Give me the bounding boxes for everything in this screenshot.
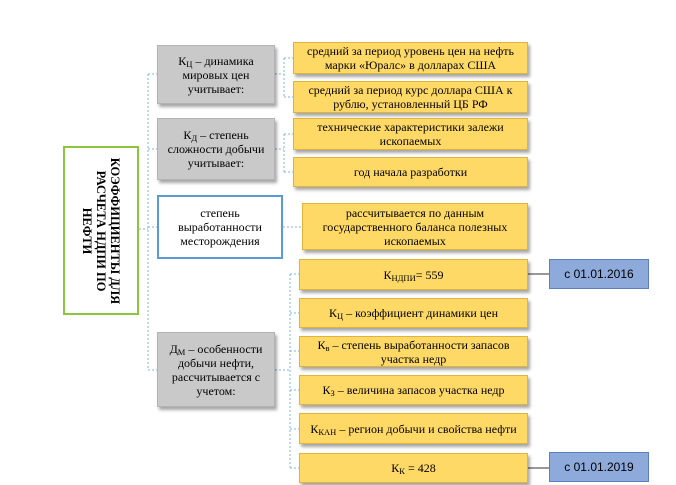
detail-label: рассчитывается по данным государственног… <box>322 205 508 248</box>
detail-kk: КК = 428 <box>299 453 528 483</box>
category-depletion-degree: степень выработанности месторождения <box>157 195 283 259</box>
category-extraction-complexity: КД – степень сложности добычи учитывает: <box>157 118 275 180</box>
category-production-features: ДМ – особенности добычи нефти, рассчитыв… <box>157 332 275 407</box>
detail-label: КЦ – коэффициент динамики цен <box>328 306 499 321</box>
detail-label: технические характеристики залежи ископа… <box>317 120 504 148</box>
detail-label: КНДПИ= 559 <box>383 267 444 283</box>
main-title-line-3: НЕФТИ <box>80 207 94 254</box>
date-badge-2016: с 01.01.2016 <box>549 259 649 289</box>
detail-label: КЗ – величина запасов участка недр <box>322 383 505 398</box>
main-title: КОЭФФИЦИЕНТЫ ДЛЯ РАСЧЕТА НДПИ ПО НЕФТИ <box>80 157 122 303</box>
detail-kv-depletion: Кв – степень выработанности запасов учас… <box>299 336 528 367</box>
category-label: КД – степень сложности добычи учитывает: <box>167 128 265 170</box>
detail-label: год начала разработки <box>353 165 468 179</box>
detail-urals-price: средний за период уровень цен на нефть м… <box>293 42 528 74</box>
main-title-box: КОЭФФИЦИЕНТЫ ДЛЯ РАСЧЕТА НДПИ ПО НЕФТИ <box>63 146 139 315</box>
detail-label: Кв – степень выработанности запасов учас… <box>317 337 510 366</box>
detail-kz-reserves: КЗ – величина запасов участка недр <box>299 375 528 405</box>
category-label: степень выработанности месторождения <box>178 206 262 248</box>
detail-label: КК = 428 <box>391 461 436 476</box>
detail-label: ККАН – регион добычи и свойства нефти <box>310 421 517 437</box>
detail-kc-price-dynamics: КЦ – коэффициент динамики цен <box>299 298 528 328</box>
main-title-line-2: РАСЧЕТА НДПИ ПО <box>94 170 108 291</box>
category-price-dynamics: КЦ – динамика мировых цен учитывает: <box>157 45 275 104</box>
detail-k-ndpi: КНДПИ= 559 <box>299 259 528 290</box>
detail-development-start-year: год начала разработки <box>293 157 528 187</box>
category-label: ДМ – особенности добычи нефти, рассчитыв… <box>169 341 263 398</box>
detail-state-balance: рассчитывается по данным государственног… <box>302 203 528 250</box>
date-label: с 01.01.2019 <box>564 460 634 474</box>
detail-label: средний за период курс доллара США к руб… <box>308 83 513 111</box>
detail-label: средний за период уровень цен на нефть м… <box>307 44 514 72</box>
category-label: КЦ – динамика мировых цен учитывает: <box>178 53 254 96</box>
date-label: с 01.01.2016 <box>564 267 634 281</box>
main-title-line-1: КОЭФФИЦИЕНТЫ ДЛЯ <box>108 157 122 304</box>
detail-reservoir-characteristics: технические характеристики залежи ископа… <box>293 118 528 150</box>
detail-kkan-region: ККАН – регион добычи и свойства нефти <box>299 413 528 444</box>
date-badge-2019: с 01.01.2019 <box>549 452 649 482</box>
detail-usd-rate: средний за период курс доллара США к руб… <box>293 81 528 113</box>
